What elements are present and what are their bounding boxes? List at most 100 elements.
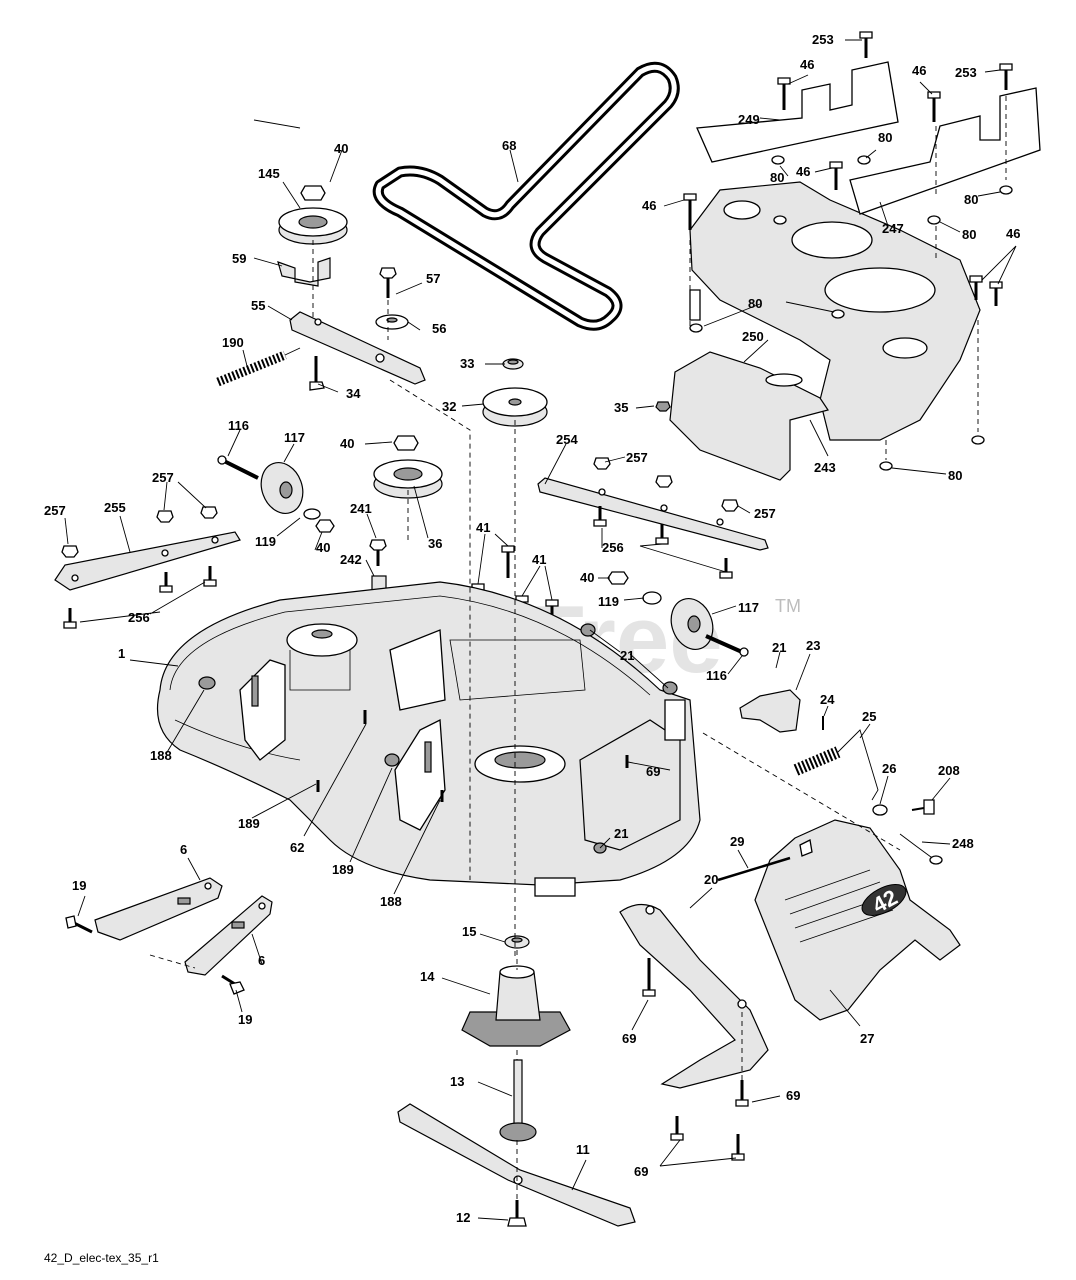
callout-label: 116 — [706, 668, 727, 683]
callout-label: 19 — [72, 878, 86, 893]
callout-label: 80 — [748, 296, 762, 311]
callout-label: 257 — [754, 506, 776, 521]
callout-label: 40 — [580, 570, 594, 585]
bracket-59 — [277, 257, 331, 287]
callout-label: 208 — [938, 763, 960, 778]
callout-label: 145 — [258, 166, 280, 181]
bolt-12 — [507, 1200, 527, 1227]
callout-label: 25 — [862, 709, 876, 724]
baffle-brace-255 — [54, 531, 241, 591]
callout-label: 253 — [812, 32, 834, 47]
callout-label: 21 — [620, 648, 634, 663]
callout-label: 55 — [251, 298, 265, 313]
callout-label: 26 — [882, 761, 896, 776]
bearing-15 — [504, 935, 530, 949]
callout-label: 12 — [456, 1210, 470, 1225]
callout-label: 41 — [476, 520, 490, 535]
callout-label: 80 — [964, 192, 978, 207]
bolts-69-deflector — [642, 958, 749, 1161]
callout-label: 59 — [232, 251, 246, 266]
spacer-56 — [375, 314, 409, 330]
callout-label: 189 — [238, 816, 260, 831]
rod-29 — [717, 856, 791, 882]
callout-label: 69 — [622, 1031, 636, 1046]
callout-label: 80 — [948, 468, 962, 483]
callout-label: 257 — [44, 503, 66, 518]
bracket-23 — [739, 689, 801, 733]
callout-label: 6 — [180, 842, 187, 857]
callout-label: 56 — [432, 321, 446, 336]
assembly-lines — [149, 96, 1007, 1200]
callout-label: 188 — [380, 894, 402, 909]
spindle-shaft-13 — [499, 1059, 537, 1142]
callout-label: 257 — [152, 470, 174, 485]
callout-label: 249 — [738, 112, 760, 127]
bolts-46 — [683, 77, 1003, 306]
callout-labels: 40 145 59 55 57 56 190 34 68 33 32 40 36… — [44, 32, 1020, 1225]
deck-hanger-left — [94, 877, 223, 941]
nut-35 — [655, 401, 671, 412]
callout-label: 33 — [460, 356, 474, 371]
callout-label: 189 — [332, 862, 354, 877]
baffle-brace-254 — [537, 477, 769, 551]
nut-40-center — [393, 435, 419, 451]
callout-label: 253 — [955, 65, 977, 80]
callout-label: 243 — [814, 460, 836, 475]
nuts-257-right — [593, 457, 739, 512]
callout-label: 19 — [238, 1012, 252, 1027]
mower-deck-1 — [156, 581, 701, 897]
watermark-trademark: TM — [775, 596, 801, 616]
callout-label: 6 — [258, 953, 265, 968]
callout-label: 62 — [290, 840, 304, 855]
belt-shield-249 — [669, 351, 829, 481]
leader-lines — [64, 39, 1017, 1221]
bolts-256-left — [63, 566, 217, 629]
bolt-34 — [309, 356, 325, 391]
callout-label: 256 — [602, 540, 624, 555]
nut-33 — [502, 358, 524, 370]
discharge-chute-27: 42 — [754, 819, 961, 1021]
callout-label: 21 — [614, 826, 628, 841]
callout-label: 41 — [532, 552, 546, 567]
bolts-256-right — [593, 506, 733, 579]
gauge-wheel-left — [217, 455, 335, 533]
baffle-247 — [849, 87, 1041, 215]
pin-208 — [911, 799, 935, 815]
callout-label: 117 — [284, 430, 305, 445]
callout-label: 24 — [820, 692, 835, 707]
callout-label: 69 — [634, 1164, 648, 1179]
spring-25 — [793, 729, 879, 801]
callout-label: 27 — [860, 1031, 874, 1046]
callout-label: 256 — [128, 610, 150, 625]
callout-label: 68 — [502, 138, 516, 153]
deflector-bracket-20 — [619, 903, 769, 1089]
callout-label: 46 — [642, 198, 656, 213]
callout-label: 14 — [420, 969, 435, 984]
screw-57 — [379, 267, 397, 298]
callout-label: 21 — [772, 640, 786, 655]
baffle-248 — [696, 61, 899, 163]
callout-label: 29 — [730, 834, 744, 849]
callout-label: 1 — [118, 646, 125, 661]
deck-hanger-right — [184, 895, 273, 976]
callout-label: 69 — [786, 1088, 800, 1103]
callout-label: 255 — [104, 500, 126, 515]
callout-label: 15 — [462, 924, 476, 939]
idler-pulley-36 — [373, 459, 443, 499]
washers-80 — [689, 155, 1013, 471]
callout-label: 119 — [255, 534, 276, 549]
callout-label: 257 — [626, 450, 648, 465]
callout-label: 40 — [334, 141, 348, 156]
callout-label: 250 — [742, 329, 764, 344]
pulley-32 — [482, 387, 548, 427]
callout-label: 80 — [770, 170, 784, 185]
spring-190 — [216, 347, 301, 387]
callout-label: 69 — [646, 764, 660, 779]
callout-label: 80 — [878, 130, 892, 145]
washer-26 — [872, 804, 888, 816]
spindle-housing-14 — [461, 965, 571, 1047]
callout-label: 46 — [912, 63, 926, 78]
callout-label: 46 — [1006, 226, 1020, 241]
nuts-257-left — [61, 506, 218, 558]
